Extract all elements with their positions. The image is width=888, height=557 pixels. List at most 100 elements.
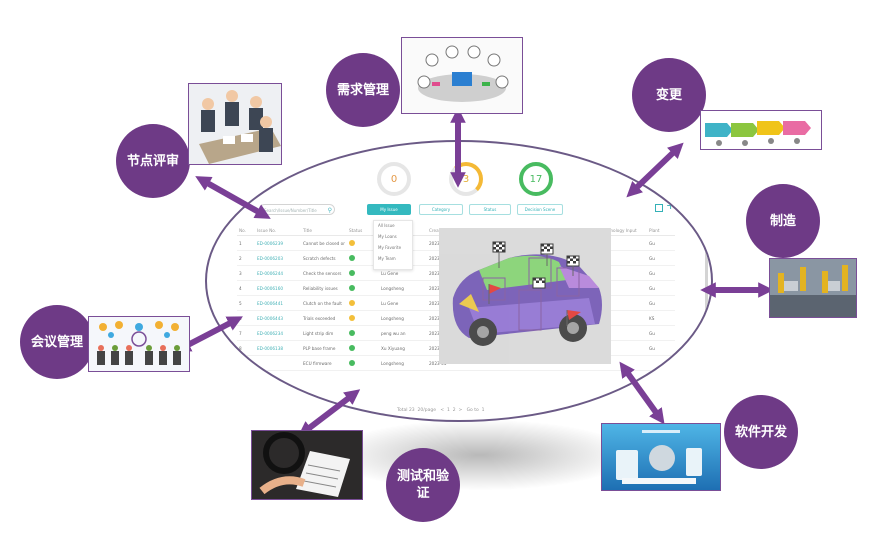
goto-input[interactable]: 1	[481, 408, 485, 413]
issue-number-link[interactable]: ED-0006441	[255, 295, 301, 311]
issue-title: Check the sensors	[301, 265, 347, 281]
row-number: 9	[237, 355, 255, 371]
issue-number-link[interactable]: ED-0006443	[255, 310, 301, 326]
plant-name: Gu	[647, 265, 675, 281]
column-header[interactable]: Title	[301, 226, 347, 236]
plant-name: Gu	[647, 250, 675, 266]
node-requirements: 需求管理	[326, 53, 400, 127]
requirements-meeting-image	[401, 37, 523, 114]
manufacturing-line-image	[769, 258, 857, 318]
status-indicator	[349, 329, 355, 336]
status-indicator	[349, 269, 355, 276]
decision-scene-filter[interactable]: Decision Scene	[517, 204, 563, 215]
status-dot	[347, 340, 379, 356]
add-icon[interactable]: +	[666, 199, 676, 212]
issue-title: Cannot be closed or	[301, 235, 347, 251]
column-header[interactable]: No.	[237, 226, 255, 236]
prev-page-button[interactable]: <	[440, 408, 445, 413]
issue-number-link[interactable]: ED-0006234	[255, 325, 301, 341]
issue-number-link[interactable]: ED-0006160	[255, 280, 301, 296]
status-dot	[347, 355, 379, 371]
column-header[interactable]: Issue No.	[255, 226, 301, 236]
goto-label: Go to	[466, 408, 479, 413]
page-1[interactable]: 1	[446, 408, 450, 413]
row-number: 5	[237, 295, 255, 311]
change-process-image	[700, 110, 822, 150]
issue-number-link[interactable]: ED-0006239	[255, 235, 301, 251]
menu-item-my-favorite[interactable]: My Favorite	[378, 245, 402, 250]
page-size-select[interactable]: 20/page	[417, 408, 437, 413]
status-dot	[347, 295, 379, 311]
cell	[599, 250, 647, 266]
node-review: 节点评审	[116, 124, 190, 198]
owner-name: Lu Gene	[379, 295, 427, 311]
arrow-software-dev	[619, 361, 665, 425]
row-number: 2	[237, 250, 255, 266]
row-number: 4	[237, 280, 255, 296]
status-dot	[347, 265, 379, 281]
column-header[interactable]: Technology Input	[599, 226, 647, 236]
cell	[599, 280, 647, 296]
status-indicator	[349, 239, 355, 246]
node-change: 变更	[632, 58, 706, 132]
status-dot	[347, 235, 379, 251]
cell	[599, 295, 647, 311]
node-manufacturing: 制造	[746, 184, 820, 258]
review-meeting-image	[188, 83, 282, 165]
issue-title: Light strip dim	[301, 325, 347, 341]
node-label: 测试和验证	[396, 469, 449, 501]
cell	[599, 235, 647, 251]
issue-number-link[interactable]	[255, 355, 301, 371]
search-placeholder: Search/Issue/Number/Title	[264, 208, 317, 213]
node-label: 软件开发	[734, 424, 787, 440]
owner-name: Xu Xiyuang	[379, 340, 427, 356]
ellipse-shadow	[330, 420, 630, 490]
node-label: 节点评审	[126, 153, 179, 169]
status-dot	[347, 310, 379, 326]
row-number: 1	[237, 235, 255, 251]
cell	[599, 340, 647, 356]
meeting-management-image	[88, 316, 190, 372]
status-dot	[347, 250, 379, 266]
test-validation-image	[251, 430, 363, 500]
category-filter[interactable]: Category	[419, 204, 463, 215]
issue-title: Clutch on the fault	[301, 295, 347, 311]
column-header[interactable]: Status	[347, 226, 379, 236]
column-header[interactable]: Plant	[647, 226, 675, 236]
gauge-open: 0	[377, 162, 411, 196]
plant-name: Gu	[647, 295, 675, 311]
next-page-button[interactable]: >	[458, 408, 463, 413]
pagination: Total 23 20/page < 1 2 > Go to 1	[397, 408, 485, 413]
software-development-image	[601, 423, 721, 491]
my-issue-dropdown[interactable]: My Issue	[367, 204, 411, 215]
status-filter[interactable]: Status	[469, 204, 511, 215]
issue-number-link[interactable]: ED-0006244	[255, 265, 301, 281]
node-meeting: 会议管理	[20, 305, 94, 379]
arrow-node-review	[195, 176, 271, 219]
table-scrollbar[interactable]	[705, 232, 708, 382]
plant-name: Gu	[647, 280, 675, 296]
my-issue-menu: All Issue My Loans My Favorite My Team	[373, 220, 413, 270]
menu-item-my-loans[interactable]: My Loans	[378, 234, 397, 239]
issue-title: ECU firmware	[301, 355, 347, 371]
issue-number-link[interactable]: ED-0006138	[255, 340, 301, 356]
car-3d-model-image	[439, 228, 611, 364]
menu-item-all-issue[interactable]: All Issue	[378, 223, 395, 228]
search-icon: ⚲	[327, 207, 332, 214]
owner-name: Longsheng	[379, 355, 427, 371]
plant-name: Gu	[647, 340, 675, 356]
page-2[interactable]: 2	[452, 408, 456, 413]
plant-name: Gu	[647, 325, 675, 341]
issue-title: Scratch defects	[301, 250, 347, 266]
plant-name: Gu	[647, 235, 675, 251]
plant-name: KS	[647, 310, 675, 326]
status-dot	[347, 280, 379, 296]
node-test-validation: 测试和验证	[386, 448, 460, 522]
column-settings-icon[interactable]	[655, 204, 663, 212]
node-label: 需求管理	[336, 82, 389, 98]
issue-number-link[interactable]: ED-0006203	[255, 250, 301, 266]
menu-item-my-team[interactable]: My Team	[378, 256, 396, 261]
issue-table: No.Issue No.TitleStatusOwnerCreation Dat…	[237, 226, 675, 371]
arrow-change	[626, 142, 684, 198]
